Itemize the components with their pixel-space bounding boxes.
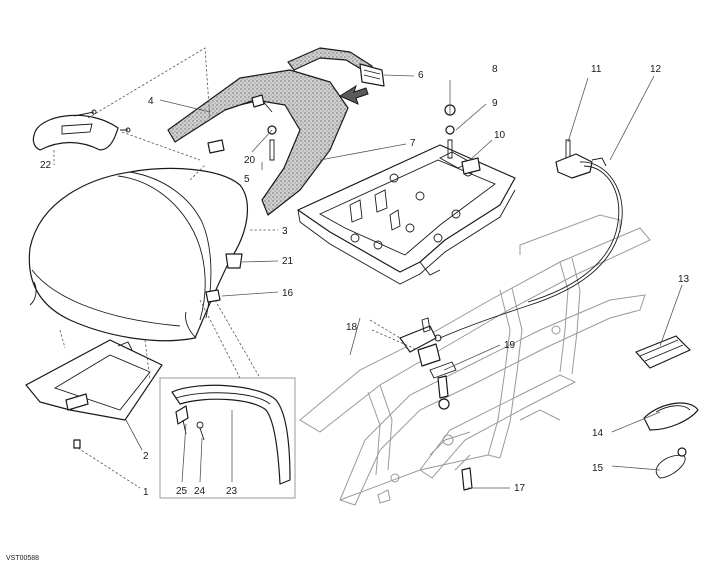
callout-15: 15 (592, 463, 604, 474)
loose-parts (635, 335, 699, 479)
callout-24: 24 (194, 486, 206, 497)
rear-subframe (299, 214, 651, 506)
drawing-code: VST00588 (6, 555, 39, 562)
callout-18: 18 (346, 322, 358, 333)
callout-22: 22 (40, 160, 52, 171)
callout-20: 20 (244, 155, 256, 166)
callout-13: 13 (678, 274, 690, 285)
callout-5: 5 (244, 174, 250, 185)
callout-2: 2 (143, 451, 149, 462)
under-seat-panel (25, 339, 163, 421)
callout-8: 8 (492, 64, 498, 75)
callout-12: 12 (650, 64, 662, 75)
callout-19: 19 (504, 340, 516, 351)
seat-latch (399, 317, 457, 410)
leader-lines (53, 47, 683, 489)
grab-handle-inset (159, 377, 296, 499)
tail-badge-plate (32, 109, 131, 151)
callout-17: 17 (514, 483, 526, 494)
callout-16: 16 (282, 288, 294, 299)
callout-6: 6 (418, 70, 424, 81)
callout-1: 1 (143, 487, 149, 498)
callout-23: 23 (226, 486, 238, 497)
callout-7: 7 (410, 138, 416, 149)
callout-14: 14 (592, 428, 604, 439)
callout-labels: 1 2 3 4 5 6 7 8 9 10 11 12 13 14 15 16 1… (40, 64, 690, 498)
callout-3: 3 (282, 226, 288, 237)
callout-9: 9 (492, 98, 498, 109)
seat-lock-cable (434, 153, 623, 342)
callout-21: 21 (282, 256, 294, 267)
callout-10: 10 (494, 130, 506, 141)
strap-and-connector (287, 47, 385, 105)
callout-4: 4 (148, 96, 154, 107)
callout-25: 25 (176, 486, 188, 497)
tail-cover (167, 69, 349, 216)
electrical-tray (297, 144, 516, 285)
fasteners (73, 104, 571, 491)
callout-11: 11 (591, 64, 602, 75)
seat (28, 167, 249, 342)
